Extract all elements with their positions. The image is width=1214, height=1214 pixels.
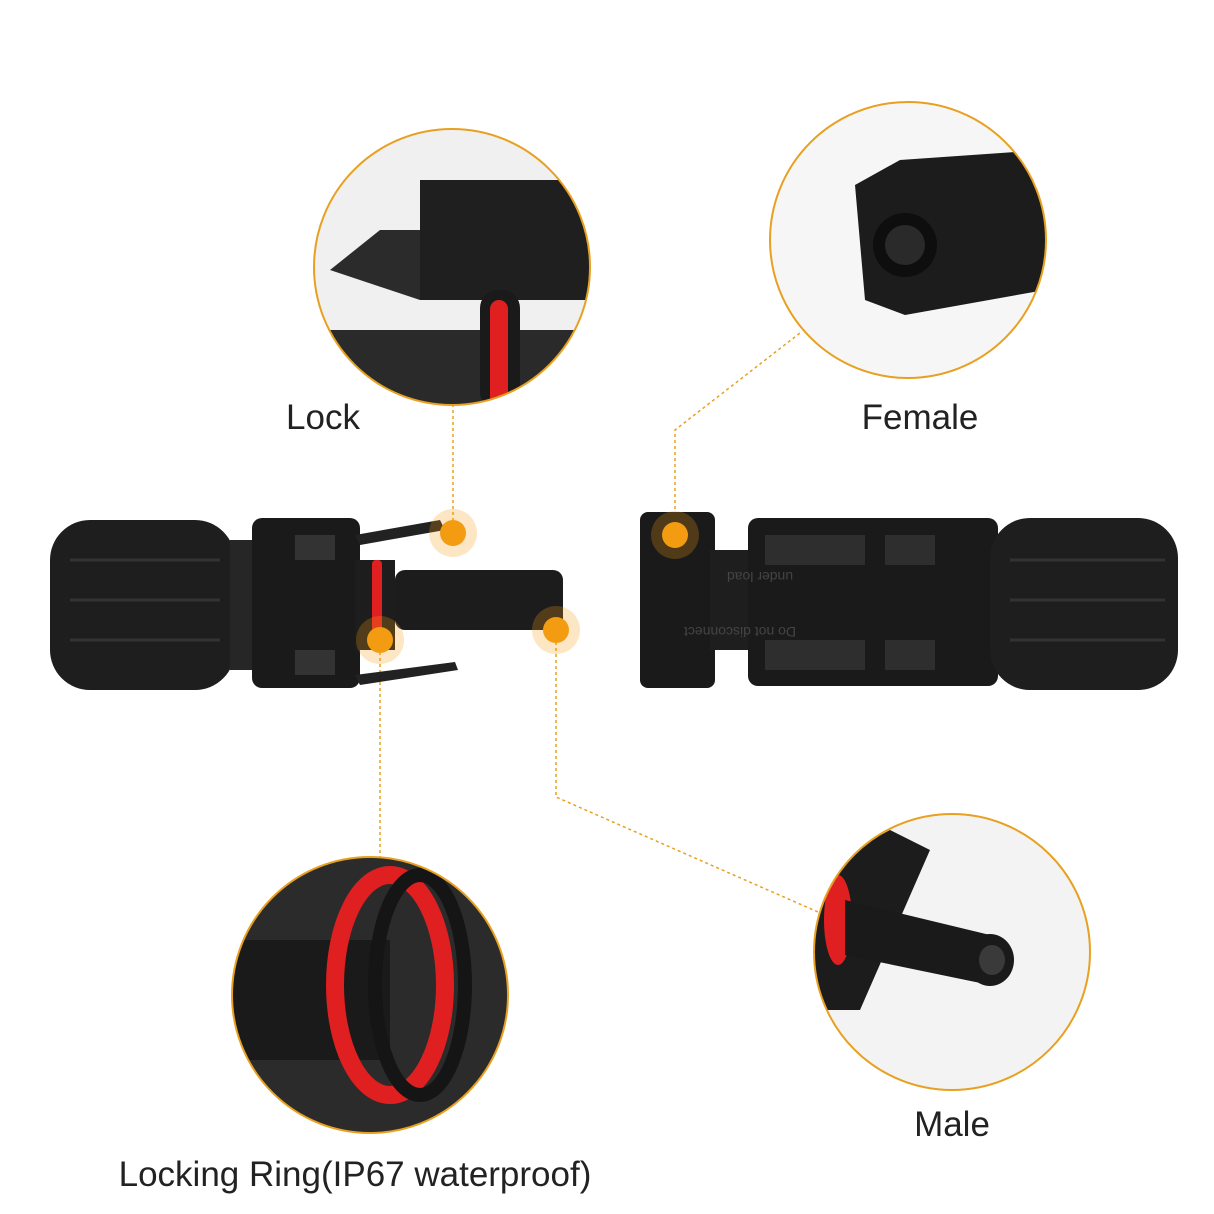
label-lock: Lock bbox=[286, 398, 360, 437]
female-detail-circle bbox=[769, 101, 1047, 379]
female-connector: under load Do not disconnect bbox=[640, 512, 1178, 690]
locking-ring-detail-circle bbox=[231, 856, 509, 1134]
male-connector bbox=[50, 518, 563, 690]
leader-line-male bbox=[555, 630, 819, 913]
label-female: Female bbox=[861, 398, 979, 437]
male-detail-circle bbox=[813, 813, 1091, 1091]
connector-text-under-load: under load bbox=[727, 569, 793, 585]
leader-line-female bbox=[674, 332, 801, 533]
hotspot-dots bbox=[356, 509, 699, 664]
connector-text-do-not-disconnect: Do not disconnect bbox=[684, 624, 796, 640]
label-male: Male bbox=[914, 1105, 990, 1144]
label-locking-ring: Locking Ring(IP67 waterproof) bbox=[118, 1155, 592, 1194]
lock-detail-circle bbox=[313, 128, 591, 406]
